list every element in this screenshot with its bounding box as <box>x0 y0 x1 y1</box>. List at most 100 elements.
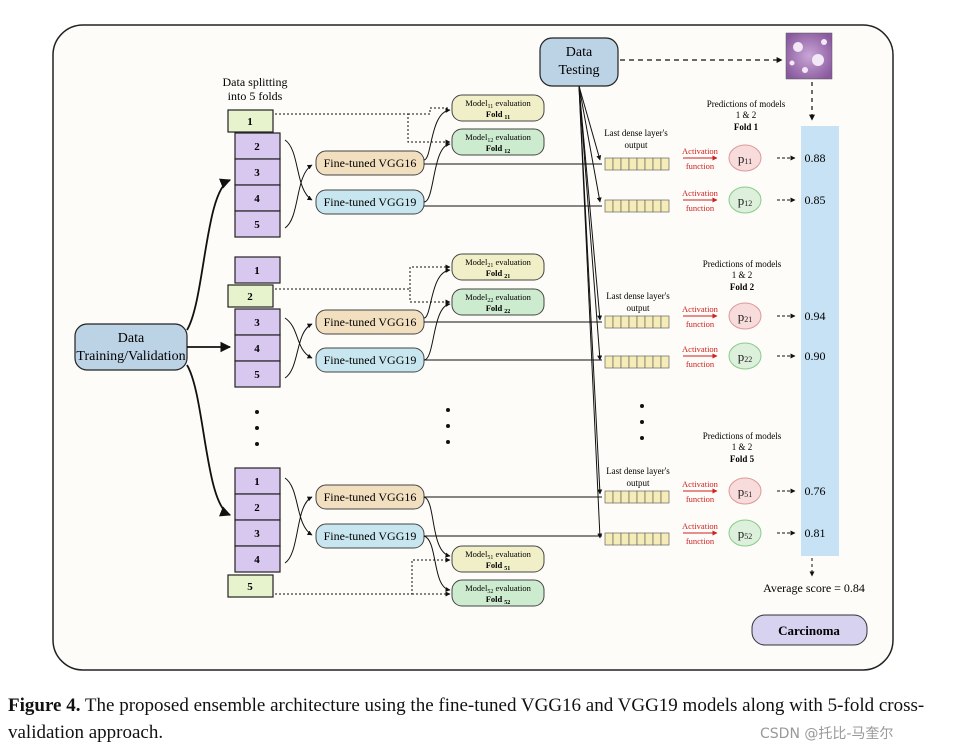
svg-text:Fine-tuned VGG19: Fine-tuned VGG19 <box>324 529 417 543</box>
score-1: 0.88 <box>805 151 826 165</box>
svg-text:1 & 2: 1 & 2 <box>732 442 753 452</box>
dense-vector-3 <box>604 315 670 329</box>
svg-text:1: 1 <box>254 265 260 277</box>
svg-text:1: 1 <box>254 476 260 488</box>
svg-text:p52: p52 <box>738 526 753 541</box>
activation-4: Activation function <box>682 344 719 369</box>
prediction-p21: p21 <box>728 302 796 330</box>
prediction-p51: p51 <box>728 477 796 505</box>
prediction-p12: p12 <box>728 186 796 214</box>
svg-text:1 & 2: 1 & 2 <box>732 270 753 280</box>
activation-1: Activation function <box>682 146 719 171</box>
svg-text:output: output <box>626 303 650 313</box>
svg-text:2: 2 <box>247 291 253 303</box>
svg-text:function: function <box>686 494 715 504</box>
caption-label: Figure 4. <box>8 695 81 716</box>
svg-text:4: 4 <box>254 343 260 355</box>
score-5: 0.76 <box>805 484 826 498</box>
score-3: 0.94 <box>805 309 826 323</box>
prediction-p22: p22 <box>728 342 796 370</box>
svg-text:3: 3 <box>254 317 260 329</box>
fold2-vgg19: Fine-tuned VGG19 <box>315 347 425 373</box>
fold1-vgg16: Fine-tuned VGG16 <box>315 150 425 176</box>
fold1-label-3: 3 <box>254 167 260 179</box>
svg-text:Model52 evaluation: Model52 evaluation <box>465 583 531 595</box>
svg-text:Activation: Activation <box>682 146 719 156</box>
svg-text:Activation: Activation <box>682 344 719 354</box>
figure-caption: Figure 4. The proposed ensemble architec… <box>8 692 948 746</box>
svg-text:Model11 evaluation: Model11 evaluation <box>465 98 531 110</box>
dense-vector-5 <box>604 490 670 504</box>
dense-vector-1 <box>604 157 670 171</box>
score-6: 0.81 <box>805 526 826 540</box>
caption-text: The proposed ensemble architecture using… <box>8 695 925 743</box>
svg-text:output: output <box>626 478 650 488</box>
activation-6: Activation function <box>682 521 719 546</box>
svg-text:Predictions of models: Predictions of models <box>703 259 782 269</box>
svg-text:p51: p51 <box>738 484 753 499</box>
svg-text:function: function <box>686 319 715 329</box>
svg-text:Last dense layer's: Last dense layer's <box>606 291 670 301</box>
svg-text:5: 5 <box>247 581 253 593</box>
svg-text:2: 2 <box>254 502 260 514</box>
svg-text:Fine-tuned VGG19: Fine-tuned VGG19 <box>324 353 417 367</box>
svg-text:Activation: Activation <box>682 521 719 531</box>
fold5-vgg19: Fine-tuned VGG19 <box>315 523 425 549</box>
fold5-split: 1 2 3 4 5 <box>227 467 281 598</box>
svg-text:Fold 5: Fold 5 <box>730 454 755 464</box>
fold1-label-1: 1 <box>247 116 253 128</box>
data-splitting-line1: Data splitting <box>223 75 288 89</box>
average-score: Average score = 0.84 <box>763 581 865 595</box>
svg-text:4: 4 <box>254 554 260 566</box>
fold2-vgg16: Fine-tuned VGG16 <box>315 309 425 335</box>
svg-text:p11: p11 <box>738 151 752 166</box>
carcinoma-box: Carcinoma <box>751 614 868 646</box>
fold1-vgg19: Fine-tuned VGG19 <box>315 189 425 215</box>
prediction-p52: p52 <box>728 519 796 547</box>
data-testing-line2: Testing <box>558 63 599 78</box>
svg-text:function: function <box>686 161 715 171</box>
svg-text:Fine-tuned VGG16: Fine-tuned VGG16 <box>324 490 417 504</box>
svg-text:Last dense layer's: Last dense layer's <box>606 466 670 476</box>
svg-text:Model12 evaluation: Model12 evaluation <box>465 132 531 144</box>
svg-text:p12: p12 <box>738 193 753 208</box>
svg-text:Model22 evaluation: Model22 evaluation <box>465 292 531 304</box>
score-bar <box>801 126 839 556</box>
fold1-label-5: 5 <box>254 219 260 231</box>
activation-labels: ActivationfunctionActivationfunctionActi… <box>682 146 719 546</box>
svg-text:Model51 evaluation: Model51 evaluation <box>465 549 531 561</box>
data-testing-line1: Data <box>566 45 593 60</box>
dense-vectors <box>604 157 670 546</box>
dense-vector-4 <box>604 355 670 369</box>
svg-text:Fold 2: Fold 2 <box>730 282 755 292</box>
svg-text:Activation: Activation <box>682 304 719 314</box>
data-training-line1: Data <box>118 331 145 346</box>
data-training-box: Data Training/Validation <box>74 323 188 371</box>
svg-text:Carcinoma: Carcinoma <box>778 623 840 638</box>
fold2-split: 1 2 3 4 5 <box>227 256 281 388</box>
score-2: 0.85 <box>805 193 826 207</box>
svg-text:Fine-tuned VGG19: Fine-tuned VGG19 <box>324 195 417 209</box>
svg-text:Fine-tuned VGG16: Fine-tuned VGG16 <box>324 315 417 329</box>
svg-text:p22: p22 <box>738 349 753 364</box>
watermark: CSDN @托比-马奎尔 <box>760 726 894 742</box>
svg-text:function: function <box>686 536 715 546</box>
data-testing-box: Data Testing <box>539 37 619 87</box>
data-splitting-line2: into 5 folds <box>228 89 283 103</box>
svg-text:Predictions of models: Predictions of models <box>707 99 786 109</box>
svg-text:3: 3 <box>254 528 260 540</box>
svg-text:function: function <box>686 359 715 369</box>
